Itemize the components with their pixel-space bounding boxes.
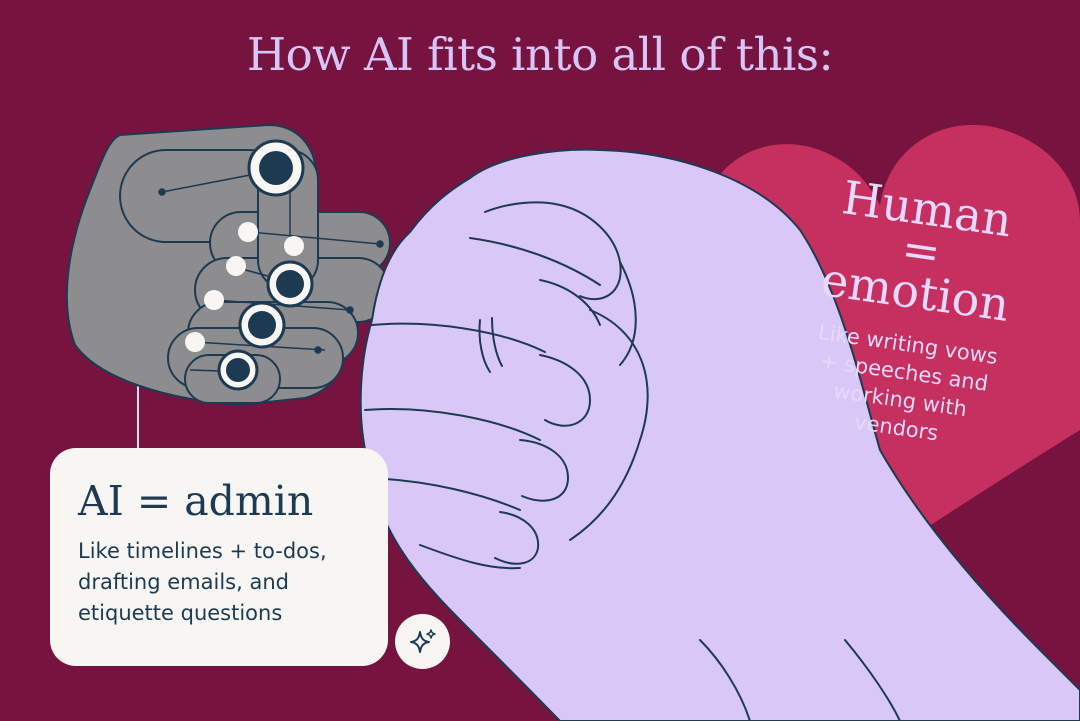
ai-description: Like timelines + to-dos, drafting emails… xyxy=(78,536,378,629)
human-title-line-3: emotion xyxy=(818,252,1013,332)
robot-sensors xyxy=(185,139,314,391)
ai-body-line-2: drafting emails, and xyxy=(78,570,289,594)
human-emotion-card: Human = emotion Like writing vows + spee… xyxy=(771,170,1054,459)
ai-admin-card: AI = admin Like timelines + to-dos, draf… xyxy=(50,448,388,666)
ai-body-line-3: etiquette questions xyxy=(78,601,283,625)
sparkle-icon xyxy=(409,628,436,653)
human-title: Human = emotion xyxy=(789,170,1054,332)
ai-body-line-1: Like timelines + to-dos, xyxy=(78,539,327,563)
headline: How AI fits into all of this: xyxy=(246,28,834,81)
ai-title: AI = admin xyxy=(78,477,314,525)
sparkle-badge xyxy=(395,614,450,669)
human-fist-illustration xyxy=(359,148,1080,721)
